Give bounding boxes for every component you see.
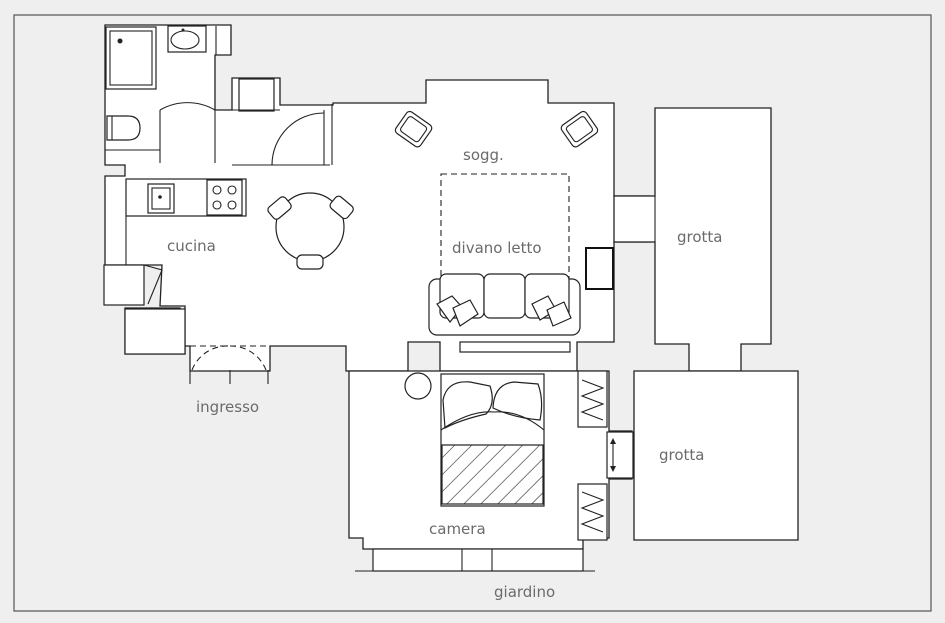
- armchair-left: [394, 110, 433, 148]
- closet: [232, 78, 333, 166]
- grotta-bottom: [633, 370, 799, 541]
- tv-cabinet: [585, 247, 614, 290]
- grotta-top: [613, 107, 772, 372]
- armchair-right: [560, 110, 599, 148]
- shower-tray: [105, 26, 157, 90]
- stove: [206, 179, 243, 216]
- nightstand-lamp: [404, 372, 432, 400]
- label-camera: camera: [429, 520, 486, 538]
- dining-table: [267, 192, 354, 270]
- sink: [167, 25, 207, 53]
- label-divano-letto: divano letto: [452, 239, 542, 257]
- label-cucina: cucina: [167, 237, 216, 255]
- fridge: [103, 264, 145, 306]
- garden-terrace: [355, 548, 595, 572]
- label-soggiorno: sogg.: [463, 146, 504, 164]
- bedroom: [346, 370, 634, 550]
- label-grotta-bottom: grotta: [659, 446, 705, 464]
- entrance-door: [189, 345, 270, 384]
- label-ingresso: ingresso: [196, 398, 259, 416]
- sofa: [428, 273, 581, 336]
- cabinet: [124, 308, 186, 355]
- label-giardino: giardino: [494, 583, 555, 601]
- wardrobe-top: [577, 370, 608, 428]
- label-grotta-top: grotta: [677, 228, 723, 246]
- toilet: [106, 115, 141, 141]
- kitchen: [103, 178, 247, 355]
- bathroom: [105, 25, 217, 163]
